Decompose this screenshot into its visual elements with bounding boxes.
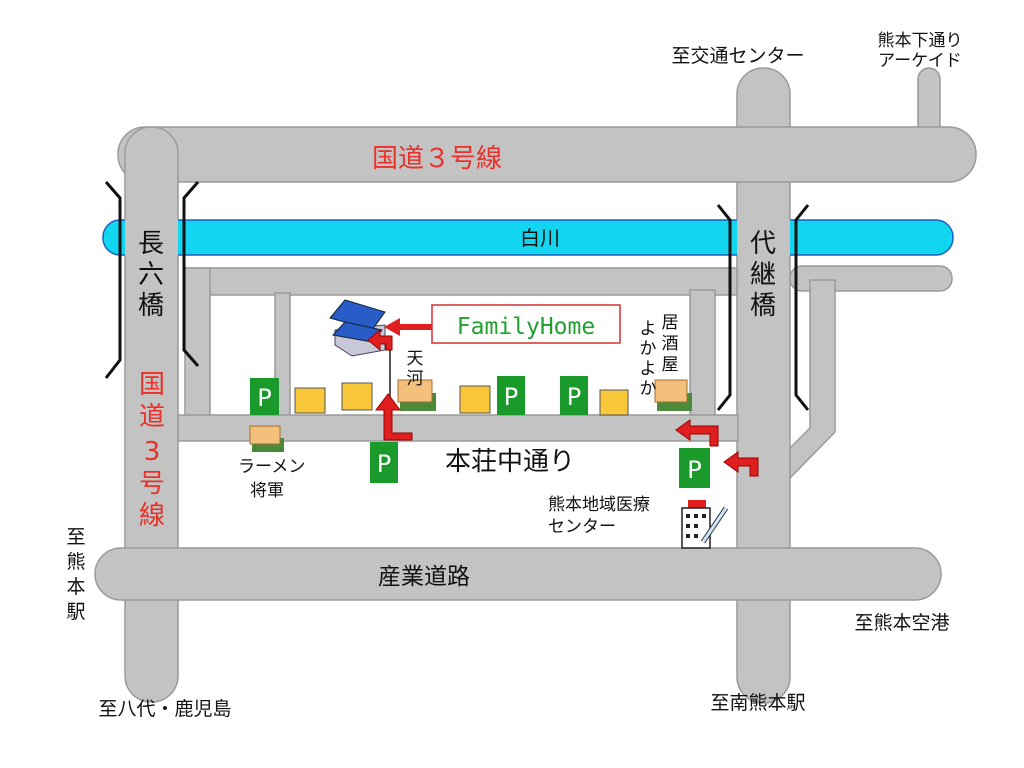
char: 継 — [750, 260, 776, 290]
bridge-yotsugi-deck — [737, 219, 790, 256]
parking-icon: P — [370, 442, 398, 483]
honjo-naka-label: 本荘中通り — [445, 447, 575, 477]
yotsugi-bridge-label: 代 継 橋 — [750, 229, 776, 321]
char: 線 — [139, 501, 165, 531]
char: 居 — [662, 313, 679, 333]
shops — [249, 379, 692, 452]
char: 3 — [144, 437, 161, 467]
char: 橋 — [138, 291, 164, 321]
ramen-label-2: 将軍 — [250, 481, 284, 501]
direction-yatsushiro: 至八代・鹿児島 — [98, 698, 231, 720]
direction-airport: 至熊本空港 — [854, 612, 949, 634]
arrow-left-icon — [367, 328, 393, 352]
road-inner-right — [689, 289, 716, 421]
char: 橋 — [750, 291, 776, 321]
svg-text:P: P — [257, 384, 271, 412]
char: か — [640, 339, 657, 359]
parking-markers: P P P P P — [250, 376, 710, 488]
road-inner-top — [184, 267, 738, 296]
shop-izakaya-icon — [654, 379, 692, 411]
char: 河 — [407, 369, 424, 389]
river-label: 白川 — [520, 226, 560, 250]
buildings — [294, 382, 629, 416]
char: よ — [640, 319, 657, 339]
char: 六 — [138, 260, 164, 290]
yokayoka-label: よ か よ か — [640, 319, 657, 399]
bridge-nagaroku-deck — [125, 219, 178, 256]
char: 代 — [750, 229, 776, 259]
route-arrows — [367, 318, 759, 477]
road-route3-top — [117, 126, 977, 183]
char: 国 — [139, 370, 165, 400]
destination-box — [431, 304, 621, 344]
medical-center-label-1: 熊本地域医療 — [548, 495, 650, 515]
char: か — [640, 379, 657, 399]
road-sangyo — [94, 547, 942, 601]
svg-text:P: P — [687, 456, 701, 484]
arrow-left-icon — [675, 419, 719, 447]
family-home-house-icon — [329, 299, 386, 357]
road-inner-left — [184, 267, 211, 429]
char: 熊 — [66, 551, 85, 573]
parking-icon: P — [497, 376, 525, 415]
destination-label: FamilyHome — [457, 314, 595, 340]
char: 長 — [138, 229, 164, 259]
parking-icon: P — [679, 448, 710, 488]
izakaya-label: 居 酒 屋 — [662, 313, 679, 375]
char: 酒 — [662, 334, 679, 354]
road-diagonal — [789, 279, 836, 480]
char: 天 — [407, 349, 424, 369]
sangyo-road-label: 産業道路 — [378, 564, 470, 590]
bridge-line — [104, 181, 122, 379]
bridge-line — [182, 181, 200, 367]
shop-ramen-icon — [249, 425, 284, 452]
direction-kumamoto-station: 至 熊 本 駅 — [66, 526, 85, 623]
char: 号 — [139, 469, 165, 499]
char: 道 — [139, 402, 165, 432]
route3-vertical-label: 国 道 3 号 線 — [139, 370, 165, 531]
arrow-up-icon — [375, 393, 413, 441]
direction-minami-kumamoto: 至南熊本駅 — [710, 692, 805, 714]
direction-shimotori-2: アーケイド — [878, 51, 962, 71]
road-network — [94, 67, 977, 704]
hospital-icon — [681, 500, 729, 549]
direction-bus-center: 至交通センター — [671, 45, 804, 67]
building — [294, 387, 326, 414]
nagaroku-bridge-label: 長 六 橋 — [138, 229, 164, 321]
bridge-line — [716, 204, 732, 411]
svg-text:P: P — [567, 383, 581, 411]
svg-text:P: P — [504, 383, 518, 411]
parking-icon: P — [250, 378, 279, 415]
destination-pointer-icon — [384, 318, 432, 336]
building — [459, 385, 491, 414]
parking-icon: P — [560, 376, 588, 415]
direction-shimotori-1: 熊本下通り — [878, 31, 963, 51]
ramen-label-1: ラーメン — [238, 457, 305, 477]
syringe-icon — [700, 506, 729, 544]
medical-center-label-2: センター — [548, 517, 616, 537]
char: よ — [640, 359, 657, 379]
route3-label: 国道３号線 — [372, 144, 502, 174]
building — [599, 389, 629, 416]
char: 本 — [66, 576, 85, 598]
char: 屋 — [662, 355, 679, 375]
building — [341, 382, 373, 411]
char: 至 — [66, 526, 85, 548]
shop-tenga-icon — [397, 379, 436, 411]
tenga-label: 天 河 — [407, 349, 424, 389]
svg-text:P: P — [377, 450, 391, 478]
char: 駅 — [66, 601, 85, 623]
arrow-left-icon — [723, 451, 759, 477]
bridge-line — [794, 204, 810, 411]
